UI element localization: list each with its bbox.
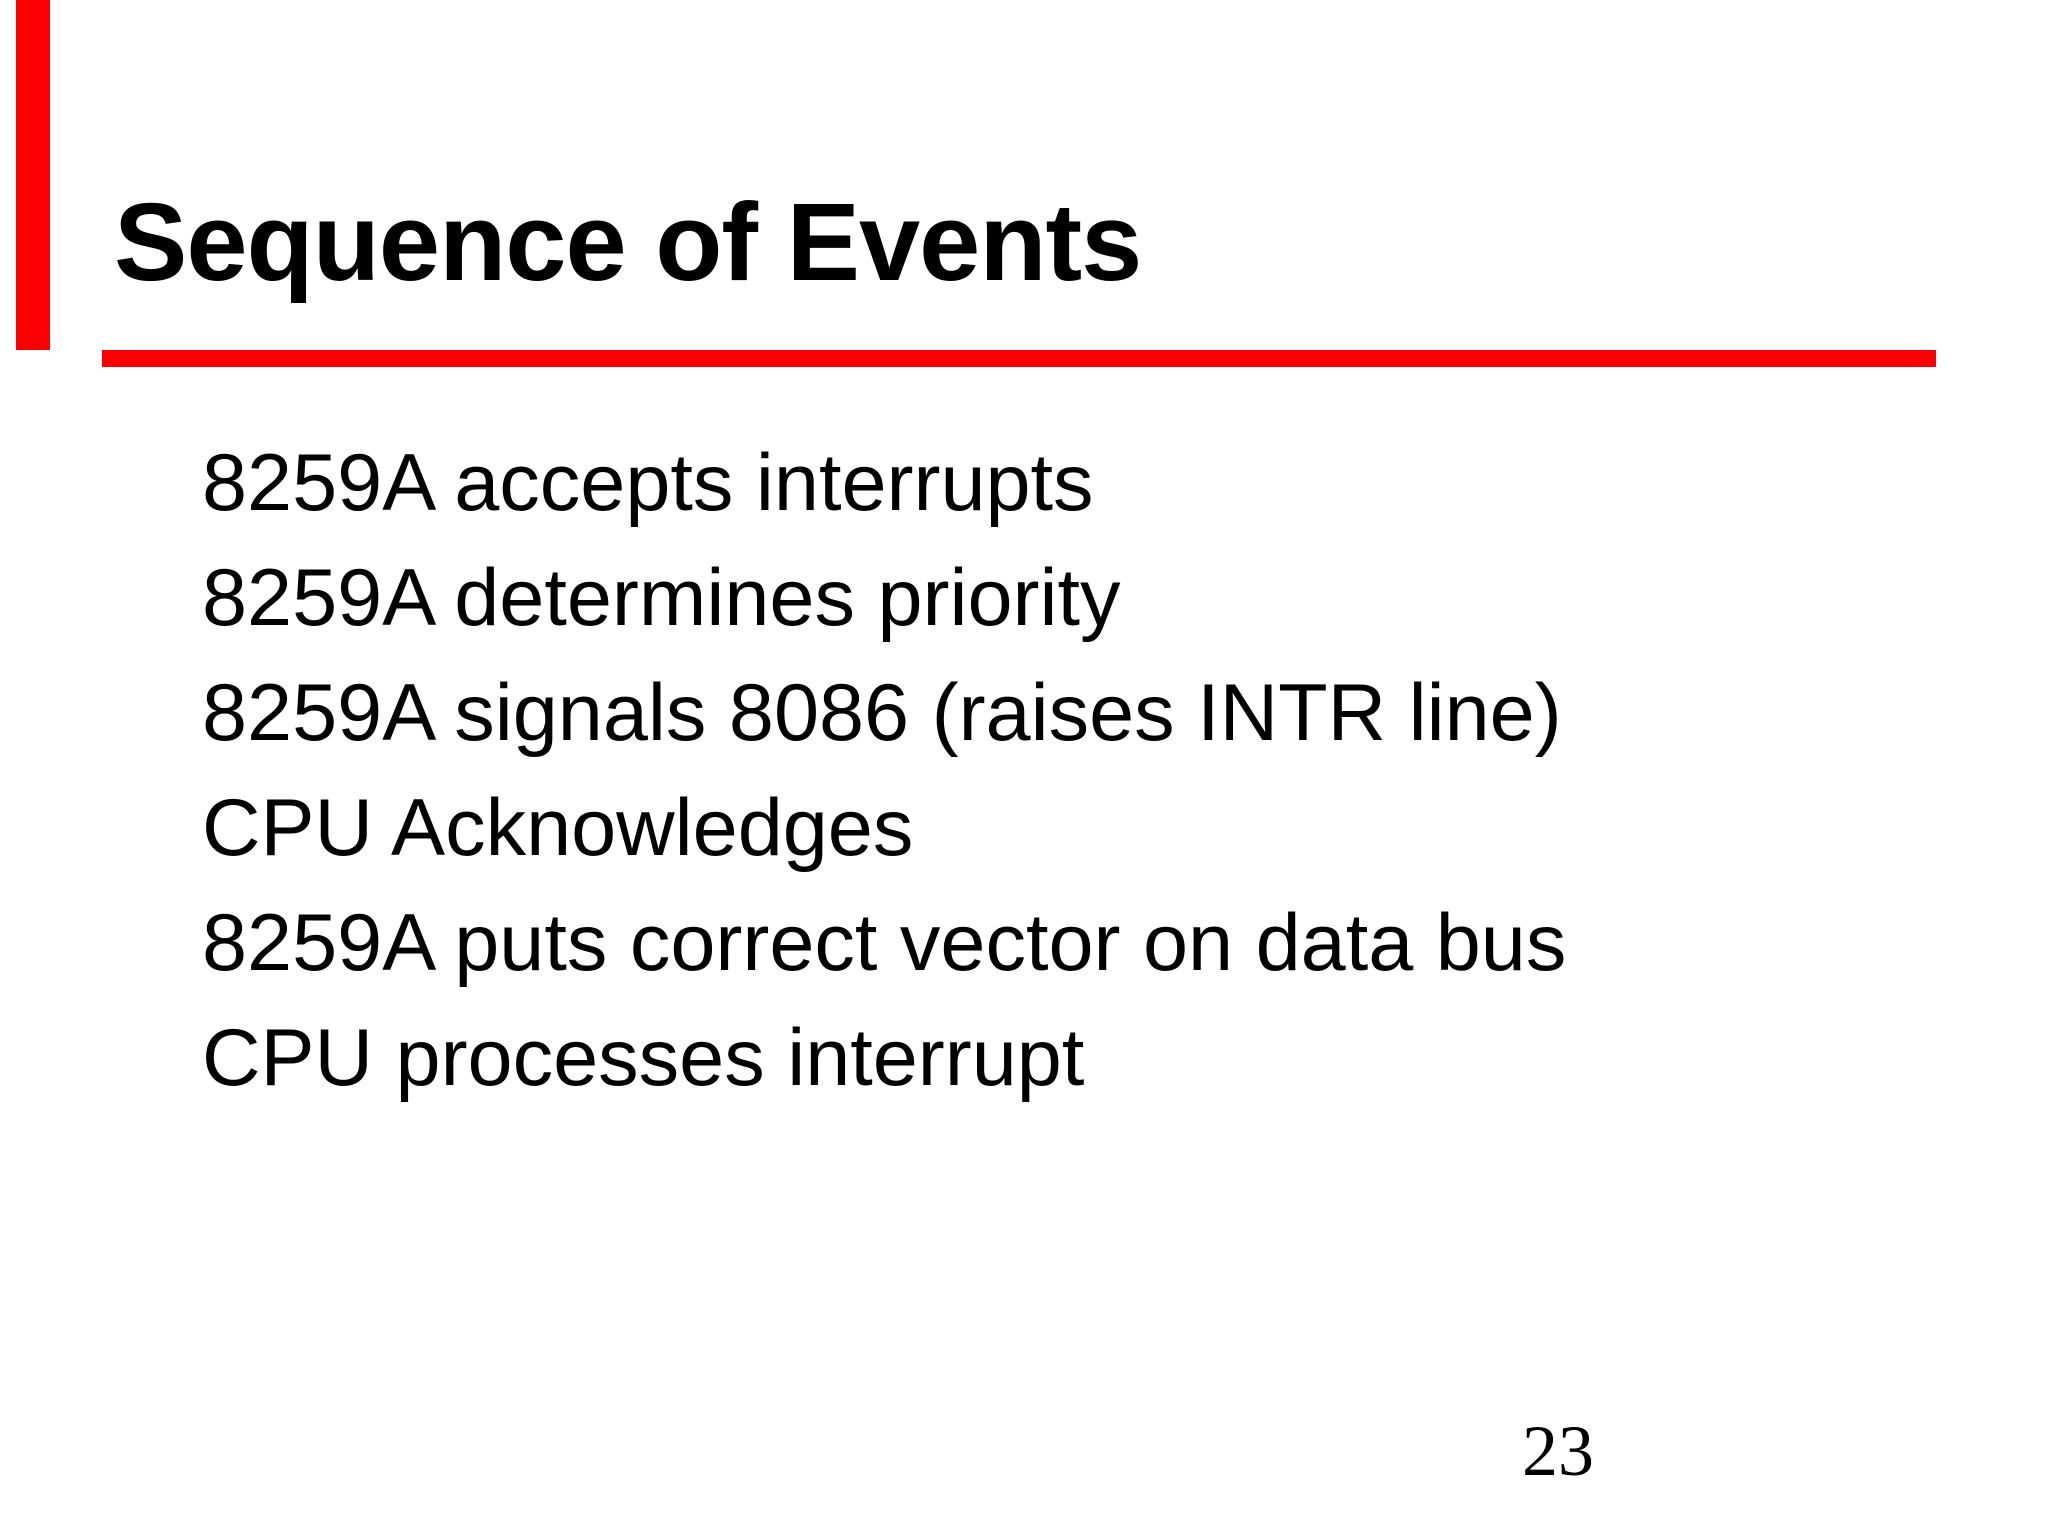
title-underline-rule (102, 350, 1936, 367)
bullet-line: 8259A signals 8086 (raises INTR line) (202, 668, 1562, 758)
slide-title: Sequence of Events (114, 181, 1142, 304)
red-corner-bar (16, 0, 50, 350)
bullet-line: 8259A determines priority (202, 553, 1121, 643)
bullet-line: CPU processes interrupt (202, 1013, 1085, 1103)
bullet-line: CPU Acknowledges (202, 783, 914, 873)
page-number: 23 (1522, 1411, 1594, 1491)
bullet-line: 8259A puts correct vector on data bus (202, 898, 1567, 988)
bullet-line: 8259A accepts interrupts (202, 438, 1094, 528)
bullet-list: 8259A accepts interrupts 8259A determine… (202, 426, 1902, 1116)
